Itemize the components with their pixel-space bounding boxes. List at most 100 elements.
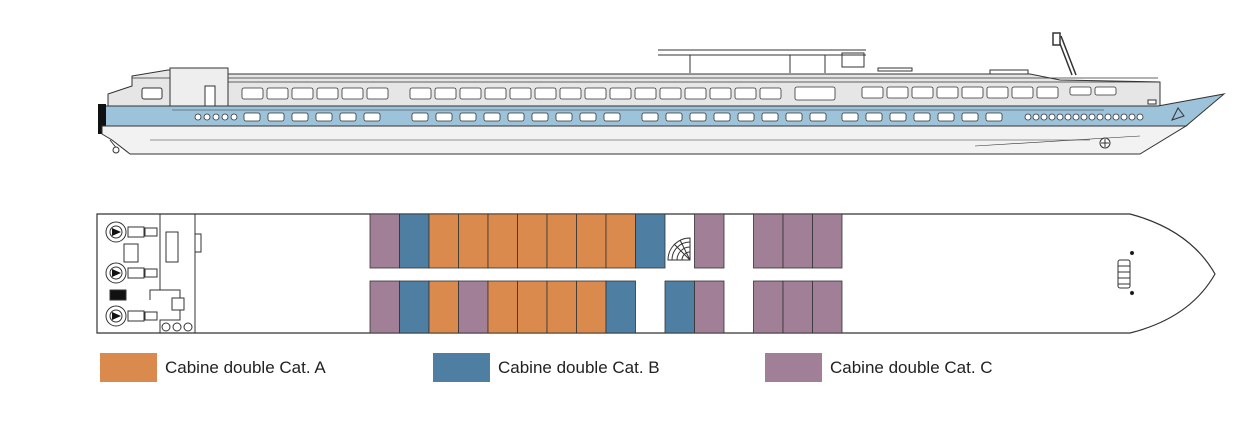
- window: [961, 112, 979, 122]
- cabin-cat-a: [576, 280, 607, 334]
- porthole: [194, 113, 202, 121]
- window: [961, 86, 984, 99]
- cabin-cat-a: [546, 280, 577, 334]
- legend-label-cat-b: Cabine double Cat. B: [498, 357, 660, 377]
- window: [986, 86, 1009, 99]
- cabin-cat-c: [782, 280, 813, 334]
- cabin-cat-a: [458, 213, 489, 269]
- wheelhouse-icon: [1117, 250, 1135, 296]
- window: [709, 87, 732, 100]
- cabin-cat-c: [458, 280, 489, 334]
- window: [684, 87, 707, 100]
- window: [409, 87, 432, 100]
- propeller-icon: [109, 139, 120, 154]
- cabin-cat-a: [487, 213, 518, 269]
- window: [734, 87, 757, 100]
- porthole: [1136, 113, 1144, 121]
- porthole: [1096, 113, 1104, 121]
- porthole: [1024, 113, 1032, 121]
- window: [913, 112, 931, 122]
- cabin-cat-c: [812, 213, 843, 269]
- window: [341, 87, 364, 100]
- window: [243, 112, 261, 122]
- window: [911, 86, 934, 99]
- window: [937, 112, 955, 122]
- window: [1036, 86, 1059, 99]
- lower-windows: [243, 112, 1003, 122]
- porthole: [1048, 113, 1056, 121]
- window: [1011, 86, 1034, 99]
- porthole: [1104, 113, 1112, 121]
- porthole: [203, 113, 211, 121]
- porthole: [1032, 113, 1040, 121]
- porthole: [1064, 113, 1072, 121]
- stern-block: [98, 104, 106, 134]
- cabin-cat-c: [753, 280, 784, 334]
- window: [315, 112, 333, 122]
- window: [1069, 86, 1092, 96]
- cabin-cat-b: [664, 280, 695, 334]
- bow-mark: [1171, 107, 1185, 121]
- window: [861, 86, 884, 99]
- window: [761, 112, 779, 122]
- window: [713, 112, 731, 122]
- window: [634, 87, 657, 100]
- deck-plan: [96, 213, 1216, 334]
- window: [841, 112, 859, 122]
- window: [559, 87, 582, 100]
- cabin-cat-b: [605, 280, 636, 334]
- window: [579, 112, 597, 122]
- window: [985, 112, 1003, 122]
- aft-window: [141, 87, 163, 100]
- window: [316, 87, 339, 100]
- window: [785, 112, 803, 122]
- cabin-cat-a: [546, 213, 577, 269]
- window: [1094, 86, 1117, 96]
- porthole: [1040, 113, 1048, 121]
- cabin-cat-a: [517, 213, 548, 269]
- window: [794, 86, 836, 101]
- legend-swatch-cat-c: [765, 353, 822, 382]
- window: [603, 112, 621, 122]
- cabin-cat-a: [487, 280, 518, 334]
- window: [659, 87, 682, 100]
- window: [809, 112, 827, 122]
- window: [241, 87, 264, 100]
- corridor: [370, 268, 842, 281]
- aft-structure: [169, 67, 229, 107]
- window: [459, 112, 477, 122]
- engine-icon: [105, 221, 158, 243]
- cabin-cat-c: [812, 280, 843, 334]
- porthole: [1072, 113, 1080, 121]
- window: [507, 112, 525, 122]
- window: [459, 87, 482, 100]
- window: [936, 86, 959, 99]
- window: [366, 87, 389, 100]
- cabin-cat-b: [399, 213, 430, 269]
- window: [865, 112, 883, 122]
- cabin-cat-b: [635, 213, 666, 269]
- cabin-cat-c: [753, 213, 784, 269]
- window: [759, 87, 782, 100]
- porthole: [1088, 113, 1096, 121]
- cabin-cat-c: [369, 280, 400, 334]
- portholes: [194, 113, 1144, 121]
- cabin-cat-c: [694, 213, 725, 269]
- aft-door: [204, 85, 216, 107]
- engine-icon: [105, 305, 158, 327]
- window: [339, 112, 357, 122]
- cabin-cat-b: [399, 280, 430, 334]
- legend-swatch-cat-a: [100, 353, 157, 382]
- sun-deck-canopy: [658, 49, 1029, 76]
- cabins: [369, 213, 843, 334]
- window: [434, 87, 457, 100]
- window: [484, 87, 507, 100]
- mast: [1052, 32, 1077, 76]
- cabin-cat-a: [428, 280, 459, 334]
- engines: [105, 221, 158, 327]
- window: [435, 112, 453, 122]
- porthole: [1120, 113, 1128, 121]
- legend-item-cat-b: Cabine double Cat. B: [433, 353, 660, 382]
- window: [411, 112, 429, 122]
